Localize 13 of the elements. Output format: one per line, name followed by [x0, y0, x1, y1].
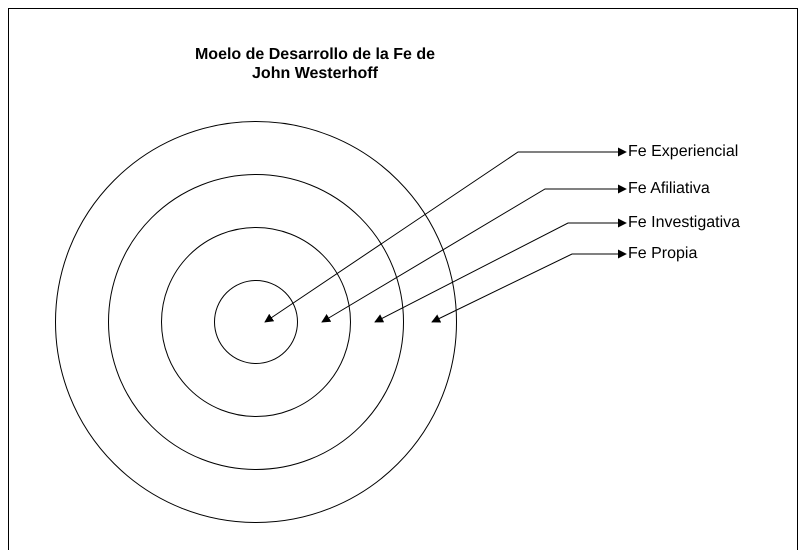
leader-arrow — [431, 250, 627, 322]
ring-circle — [108, 174, 404, 470]
ring-circle — [214, 280, 298, 364]
stage-label: Fe Afiliativa — [628, 180, 710, 198]
stage-label: Fe Experiencial — [628, 143, 738, 161]
ring-circle — [55, 121, 457, 523]
leader-arrow — [374, 218, 627, 322]
stage-label: Fe Investigativa — [628, 214, 740, 232]
leader-arrow — [321, 184, 627, 322]
leader-arrow — [264, 148, 627, 322]
diagram-title: Moelo de Desarrollo de la Fe de John Westerhoff — [194, 45, 436, 83]
stage-label: Fe Propia — [628, 245, 698, 263]
ring-circle — [161, 227, 351, 417]
